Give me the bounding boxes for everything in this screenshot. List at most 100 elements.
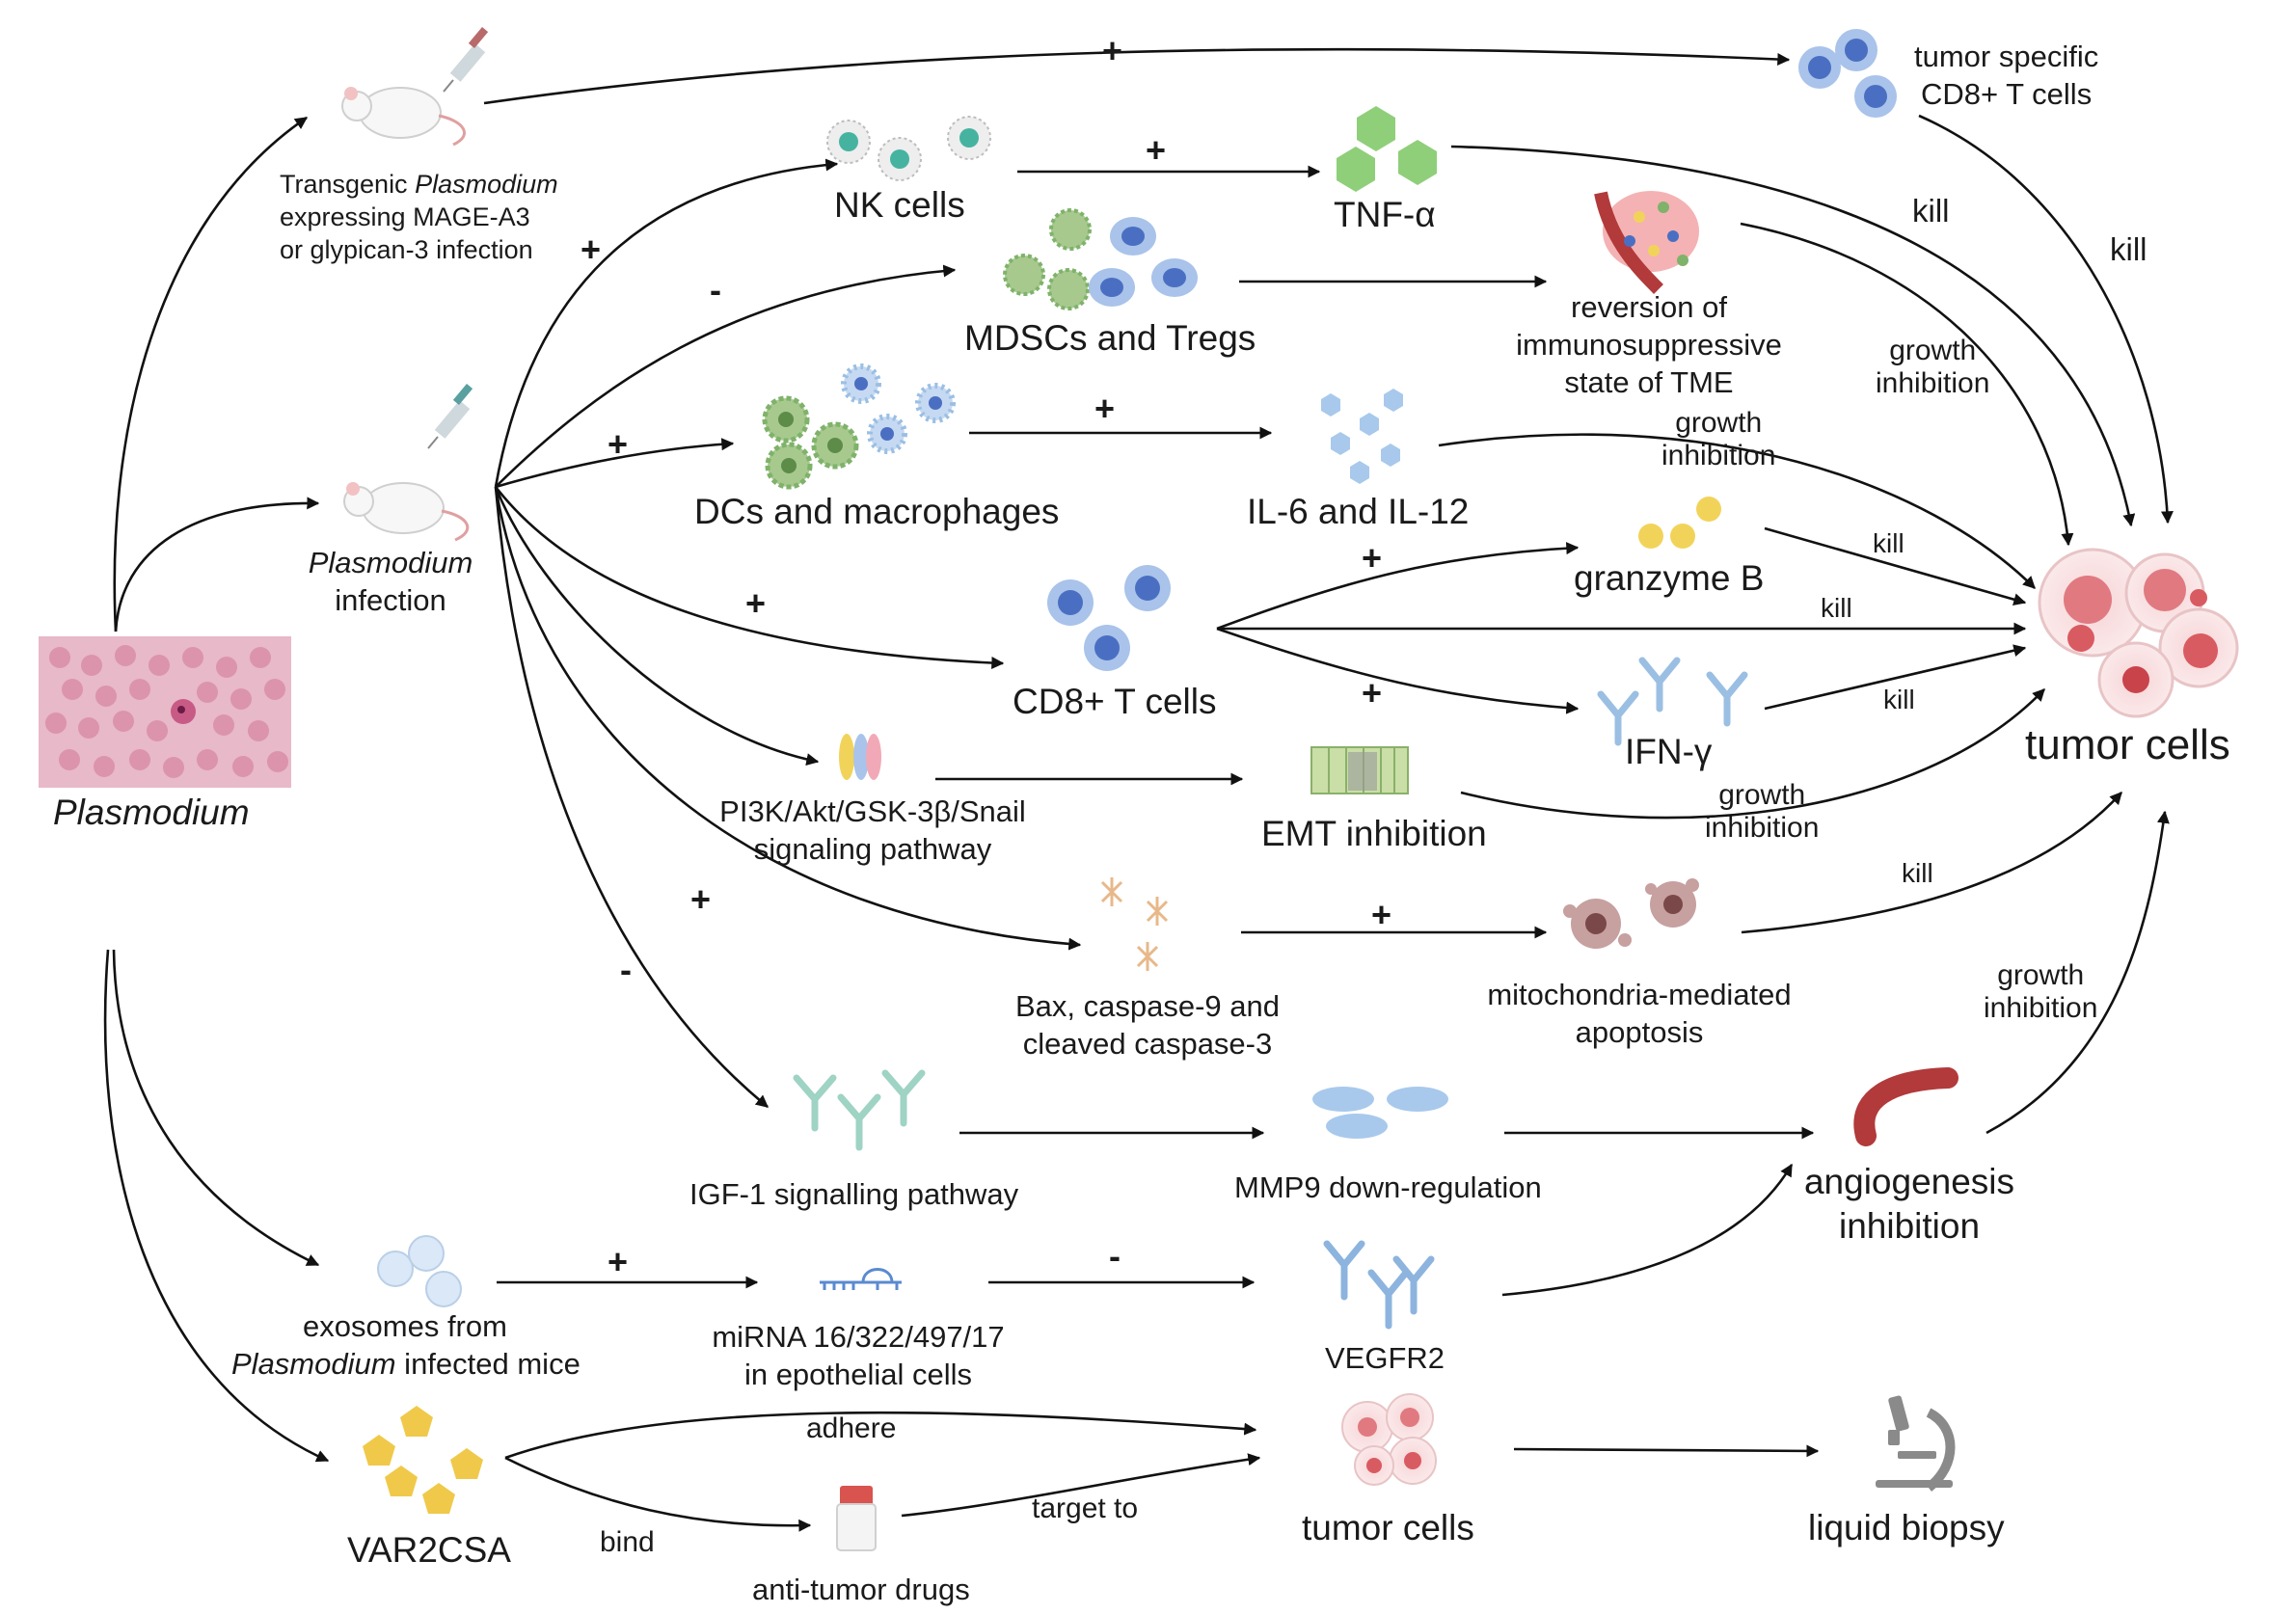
edge-target-to: target to bbox=[1032, 1493, 1139, 1524]
cd8-t-cells-icon bbox=[1047, 565, 1171, 671]
mirna-line2: in epothelial cells bbox=[743, 1357, 973, 1391]
mirna-label: miRNA 16/322/497/17 in epothelial cells bbox=[704, 1319, 1013, 1394]
infection-italic: Plasmodium bbox=[308, 546, 473, 579]
mirna-icon bbox=[820, 1268, 902, 1290]
pi3k-signaling-icon bbox=[839, 734, 881, 780]
tumor-specific-line1: tumor specific bbox=[1914, 40, 2099, 73]
edge-kill-mito: kill bbox=[1902, 858, 1933, 888]
edge-kill-ifn: kill bbox=[1883, 685, 1915, 714]
igf1-receptor-icon bbox=[793, 1069, 926, 1151]
infection-line2: infection bbox=[335, 582, 446, 617]
arrow-vegfr2-to-angio bbox=[1501, 1163, 1794, 1297]
arrow-il-to-tumor bbox=[1438, 433, 2036, 589]
arrow-var2csa-bind bbox=[504, 1456, 812, 1532]
syringe-icon-2 bbox=[427, 384, 473, 449]
mito-line1: mitochondria-mediated bbox=[1487, 978, 1792, 1011]
edge-growth-inhibition-tme: growth inhibition bbox=[1876, 335, 1989, 400]
vegfr2-icon bbox=[1323, 1240, 1435, 1330]
arrow-drugs-target bbox=[901, 1453, 1261, 1518]
edge-inhibition-tme: inhibition bbox=[1876, 367, 1990, 399]
tumor-microenvironment-icon bbox=[1594, 191, 1699, 294]
transgenic-prefix: Transgenic bbox=[280, 170, 416, 199]
tumor-cells-label: tumor cells bbox=[2025, 721, 2230, 768]
arrow-plasmodium-to-transgenic bbox=[113, 116, 309, 632]
arrow-plasmodium-to-exosomes bbox=[112, 949, 320, 1267]
sign-igf-minus: - bbox=[620, 950, 632, 989]
arrow-ifn-to-tumor bbox=[1764, 644, 2027, 711]
arrow-tumor-specific-kill bbox=[1918, 114, 2174, 525]
exosomes-line1: exosomes from bbox=[303, 1309, 507, 1343]
bax-line1: Bax, caspase-9 and bbox=[1014, 989, 1280, 1023]
mdscs-label: MDSCs and Tregs bbox=[964, 318, 1256, 358]
tumor-cells-icon bbox=[2038, 548, 2239, 718]
reversion-line1: reversion of bbox=[1571, 290, 1727, 324]
angio-line2: inhibition bbox=[1838, 1206, 1981, 1247]
sign-granzyme-plus: + bbox=[1362, 538, 1383, 578]
vegfr2-label: VEGFR2 bbox=[1325, 1341, 1445, 1375]
sign-cd8-plus: + bbox=[745, 583, 767, 623]
transgenic-mouse-icon bbox=[341, 87, 466, 147]
exosomes-rest: infected mice bbox=[395, 1346, 581, 1381]
bax-caspase-icon bbox=[1100, 877, 1169, 971]
edge-growth-inhibition-emt: growth inhibition bbox=[1705, 779, 1819, 845]
syringe-icon bbox=[443, 27, 489, 93]
arrow-reversion-to-tumor bbox=[1740, 222, 2074, 547]
edge-kill-tnf: kill bbox=[1912, 193, 1950, 229]
pi3k-line2: signaling pathway bbox=[753, 831, 992, 866]
edge-kill-granzyme: kill bbox=[1873, 528, 1904, 558]
arrow-infection-to-dcs bbox=[495, 438, 735, 489]
edge-growth-il: growth bbox=[1675, 407, 1763, 439]
arrow-infection-to-igf bbox=[494, 486, 770, 1109]
transgenic-line3: or glypican-3 infection bbox=[280, 234, 533, 264]
arrow-cd8-to-ifn bbox=[1216, 627, 1580, 714]
sign-nk-plus: + bbox=[581, 229, 602, 269]
dcs-macrophages-icon bbox=[762, 363, 956, 490]
anti-tumor-label: anti-tumor drugs bbox=[752, 1573, 970, 1606]
sign-bax-plus: + bbox=[690, 879, 712, 919]
pi3k-label: PI3K/Akt/GSK-3β/Snail signaling pathway bbox=[709, 794, 1037, 869]
microscope-icon bbox=[1876, 1395, 1956, 1492]
dcs-label: DCs and macrophages bbox=[694, 492, 1060, 531]
transgenic-italic: Plasmodium bbox=[415, 170, 558, 199]
plasmodium-label: Plasmodium bbox=[53, 791, 250, 835]
edge-growth-angio: growth bbox=[1997, 959, 2085, 991]
sign-mito-plus: + bbox=[1371, 895, 1392, 934]
edge-inhibition-emt: inhibition bbox=[1705, 812, 1820, 844]
nk-cells-label: NK cells bbox=[834, 185, 965, 225]
tumor-specific-cd8-cells-icon bbox=[1798, 29, 1897, 118]
edge-adhere: adhere bbox=[806, 1412, 897, 1444]
arrow-angio-to-tumor bbox=[1985, 810, 2170, 1135]
mmp9-label: MMP9 down-regulation bbox=[1234, 1170, 1542, 1204]
arrow-infection-to-cd8 bbox=[494, 486, 1005, 670]
il6-il12-icon bbox=[1321, 389, 1403, 484]
arrow-tnf-to-tumor bbox=[1450, 145, 2136, 527]
exosomes-icon bbox=[377, 1235, 462, 1307]
arrow-infection-to-bax bbox=[494, 486, 1082, 951]
transgenic-label: Transgenic Plasmodium expressing MAGE-A3… bbox=[280, 169, 558, 266]
edge-growth-inhibition-il: growth inhibition bbox=[1661, 407, 1775, 472]
arrow-emt-to-tumor bbox=[1460, 688, 2045, 820]
tnf-label: TNF-α bbox=[1334, 195, 1436, 234]
arrow-transgenic-to-tumor-specific bbox=[483, 47, 1791, 105]
tumor-specific-label: tumor specific CD8+ T cells bbox=[1914, 39, 2098, 114]
sign-exosomes-plus: + bbox=[608, 1242, 629, 1281]
edge-growth-emt: growth bbox=[1718, 779, 1806, 811]
edge-growth-tme: growth bbox=[1889, 335, 1977, 366]
edge-bind: bind bbox=[600, 1526, 655, 1558]
arrow-cd8-to-granzyme bbox=[1216, 542, 1580, 631]
ifn-label: IFN-γ bbox=[1625, 732, 1713, 771]
sign-transgenic-plus: + bbox=[1102, 31, 1123, 70]
mito-line2: apoptosis bbox=[1575, 1014, 1704, 1049]
infection-mouse-icon bbox=[343, 482, 470, 542]
emt-inhibition-icon bbox=[1310, 746, 1409, 794]
arrow-infection-to-nk bbox=[494, 158, 839, 488]
exosomes-label: exosomes from Plasmodium infected mice bbox=[231, 1308, 581, 1384]
reversion-label: reversion of immunosuppressive state of … bbox=[1504, 289, 1794, 401]
sign-vegfr2-minus: - bbox=[1109, 1236, 1121, 1276]
sign-ifn-plus: + bbox=[1362, 673, 1383, 713]
arrow-plasmodium-to-var2csa bbox=[103, 949, 330, 1463]
sign-tnf-plus: + bbox=[1146, 130, 1167, 170]
sign-mdscs-minus: - bbox=[710, 270, 721, 309]
